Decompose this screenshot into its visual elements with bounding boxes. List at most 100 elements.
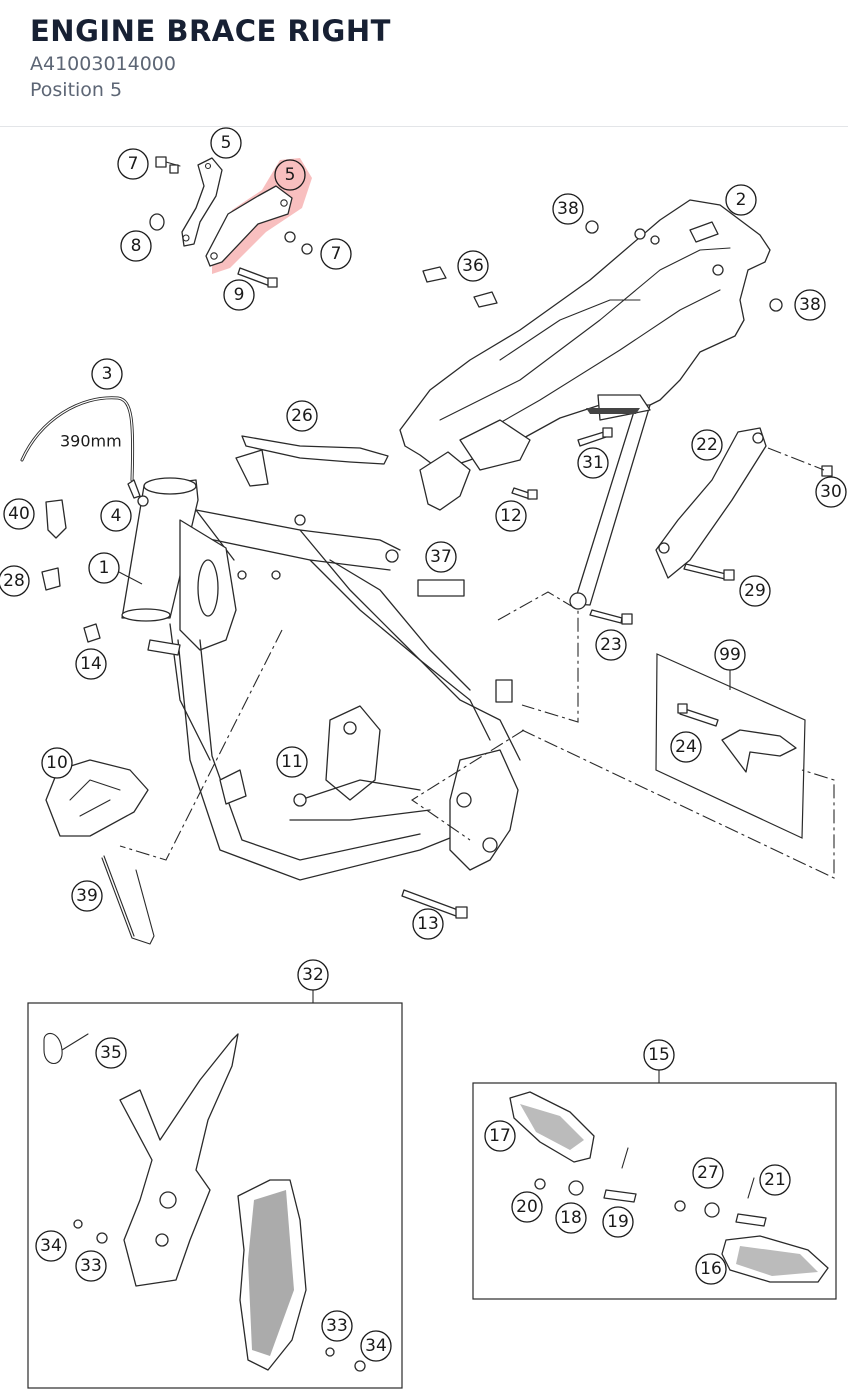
callout-36[interactable]: 36 — [457, 250, 489, 282]
svg-text:31: 31 — [582, 453, 604, 473]
callout-10[interactable]: 10 — [41, 747, 73, 779]
svg-text:38: 38 — [557, 199, 579, 219]
part-28 — [41, 567, 61, 591]
washer-33a — [96, 1232, 108, 1244]
spacer-8 — [149, 213, 165, 231]
callout-12[interactable]: 12 — [495, 500, 527, 532]
footrest-16-teeth — [736, 1246, 818, 1276]
strap-39 — [101, 857, 155, 945]
cable-tie-35 — [43, 1032, 89, 1065]
exploded-parts-diagram: 390mm — [0, 127, 847, 1389]
callout-26[interactable]: 26 — [286, 400, 318, 432]
kit-box-15 — [472, 1082, 837, 1300]
svg-text:14: 14 — [80, 654, 102, 674]
callout-13[interactable]: 13 — [412, 908, 444, 940]
position-label: Position 5 — [30, 79, 123, 101]
callout-23[interactable]: 23 — [595, 629, 627, 661]
callout-8[interactable]: 8 — [120, 230, 152, 262]
callout-7-right[interactable]: 7 — [320, 238, 352, 270]
engine-brace-left-part — [181, 157, 223, 247]
brace-hole — [182, 234, 190, 242]
callout-38-left[interactable]: 38 — [552, 193, 584, 225]
callout-33-left[interactable]: 33 — [75, 1250, 107, 1282]
pin-19 — [603, 1189, 637, 1203]
callout-15[interactable]: 15 — [643, 1039, 675, 1071]
svg-text:7: 7 — [331, 244, 342, 264]
bolt-13 — [401, 889, 468, 919]
callout-9[interactable]: 9 — [223, 279, 255, 311]
callout-19[interactable]: 19 — [602, 1206, 634, 1238]
brace-hole — [210, 252, 218, 260]
callout-30[interactable]: 30 — [815, 476, 847, 508]
bolt-24 — [677, 703, 719, 727]
washer-20 — [534, 1178, 546, 1190]
callout-32[interactable]: 32 — [297, 959, 329, 991]
spring-27 — [704, 1202, 720, 1218]
callout-29[interactable]: 29 — [739, 575, 771, 607]
callout-3[interactable]: 3 — [91, 358, 123, 390]
callout-5-highlight[interactable]: 5 — [274, 159, 306, 191]
brace-hole — [280, 199, 288, 207]
bolt-29 — [683, 563, 735, 581]
callout-38-right[interactable]: 38 — [794, 289, 826, 321]
callout-39[interactable]: 39 — [71, 880, 103, 912]
callout-35[interactable]: 35 — [95, 1037, 127, 1069]
callout-37[interactable]: 37 — [425, 541, 457, 573]
callout-18[interactable]: 18 — [555, 1202, 587, 1234]
callout-99[interactable]: 99 — [714, 639, 746, 671]
callout-27[interactable]: 27 — [692, 1157, 724, 1189]
svg-text:13: 13 — [417, 914, 439, 934]
svg-text:27: 27 — [697, 1163, 719, 1183]
callout-11[interactable]: 11 — [276, 746, 308, 778]
svg-text:23: 23 — [600, 635, 622, 655]
screw-34a — [73, 1219, 83, 1229]
callout-34-left[interactable]: 34 — [35, 1230, 67, 1262]
protector-hole — [159, 1191, 177, 1209]
callout-1[interactable]: 1 — [88, 552, 143, 585]
callout-31[interactable]: 31 — [577, 447, 609, 479]
engine-brace-right-part — [205, 185, 293, 267]
guard-10-ribs — [69, 779, 121, 817]
page-title: ENGINE BRACE RIGHT — [30, 14, 391, 48]
callout-40[interactable]: 40 — [3, 498, 35, 530]
svg-text:33: 33 — [80, 1256, 102, 1276]
svg-text:9: 9 — [234, 285, 245, 305]
callout-21[interactable]: 21 — [759, 1164, 791, 1196]
screw-34b — [354, 1360, 366, 1372]
svg-text:8: 8 — [131, 236, 142, 256]
leader-kit-99 — [521, 729, 835, 879]
callout-33-right[interactable]: 33 — [321, 1310, 353, 1342]
brace-hole — [204, 162, 212, 170]
callout-20[interactable]: 20 — [511, 1191, 543, 1223]
callout-17[interactable]: 17 — [484, 1120, 516, 1152]
svg-text:34: 34 — [365, 1336, 387, 1356]
protector-grid — [248, 1190, 294, 1356]
leader-30 — [767, 447, 825, 471]
svg-text:24: 24 — [675, 737, 697, 757]
svg-text:3: 3 — [102, 364, 113, 384]
callout-4[interactable]: 4 — [100, 500, 132, 532]
svg-text:35: 35 — [100, 1043, 122, 1063]
svg-text:18: 18 — [560, 1208, 582, 1228]
callout-24[interactable]: 24 — [670, 731, 702, 763]
callout-7-top[interactable]: 7 — [117, 148, 149, 180]
callout-34-right[interactable]: 34 — [360, 1330, 392, 1362]
strap-39-inner — [103, 855, 135, 937]
bolt-31 — [577, 427, 613, 447]
grommet-38b — [769, 298, 783, 312]
callout-16[interactable]: 16 — [695, 1253, 727, 1285]
bolt-30 — [821, 465, 833, 477]
kit-box-99 — [655, 653, 806, 839]
callout-28[interactable]: 28 — [0, 565, 30, 597]
callout-14[interactable]: 14 — [75, 648, 107, 680]
washer-b — [674, 1200, 686, 1212]
highlighted-engine-brace[interactable] — [205, 158, 312, 274]
svg-text:29: 29 — [744, 581, 766, 601]
svg-text:12: 12 — [500, 506, 522, 526]
frame-protector-left — [119, 1033, 239, 1287]
callout-22[interactable]: 22 — [691, 429, 723, 461]
callout-5-top[interactable]: 5 — [210, 127, 242, 159]
spring-18 — [568, 1180, 584, 1196]
svg-text:17: 17 — [489, 1126, 511, 1146]
callout-2[interactable]: 2 — [725, 184, 757, 216]
